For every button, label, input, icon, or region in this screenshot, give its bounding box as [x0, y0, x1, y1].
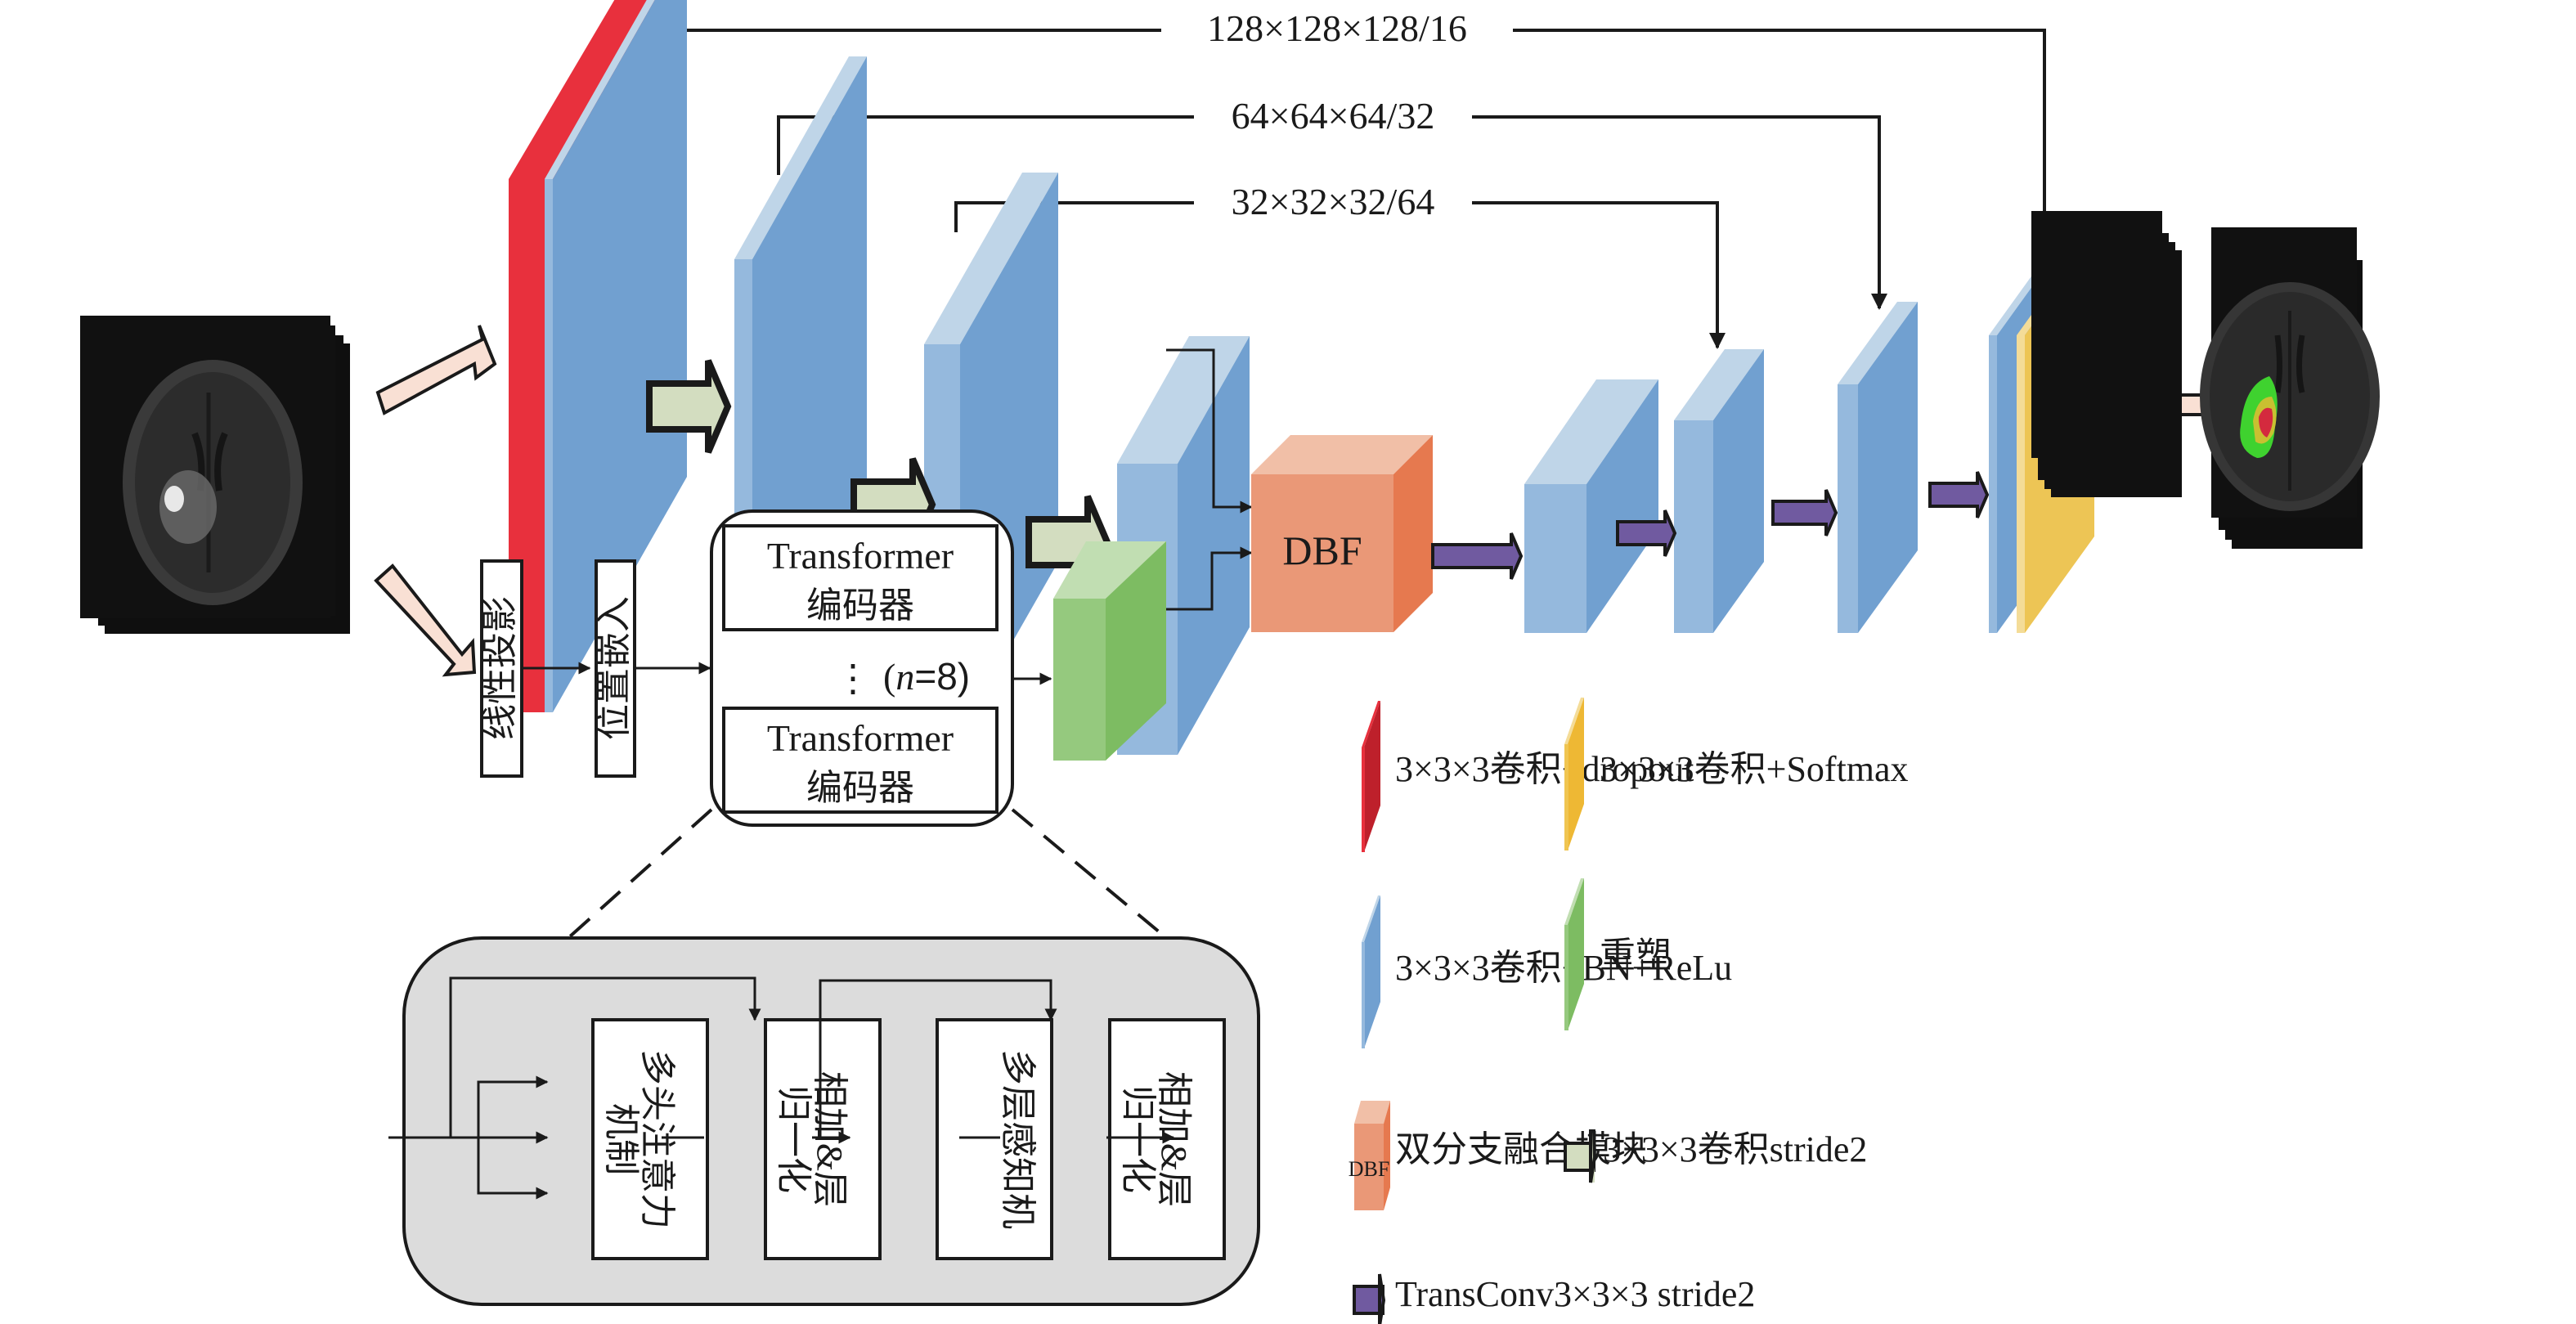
- dbf-block: DBF: [1251, 435, 1433, 632]
- transconv-arrow-1: [1431, 532, 1524, 580]
- linear-projection-box: [480, 559, 523, 778]
- input-arrow-to-transformer: [374, 563, 477, 677]
- input-mri-stack: [80, 316, 350, 634]
- reshape-block: [1053, 541, 1166, 761]
- decoder-block-2-conv: [1674, 349, 1764, 633]
- transconv-arrow-2: [1616, 509, 1677, 557]
- connector-reshape-to-dbf: [1166, 546, 1253, 611]
- position-embedding-label: 位置嵌入: [594, 596, 634, 740]
- skip-label-3: 32×32×32/64: [1232, 181, 1435, 222]
- detail-block-1-line1: 多头注意力: [637, 1049, 677, 1229]
- legend-item-conv-stride2: 3×3×3卷积stride2: [1564, 1129, 1867, 1183]
- legend-item-conv-softmax: 3×3×3卷积+Softmax: [1564, 698, 1909, 851]
- legend-label-conv-stride2: 3×3×3卷积stride2: [1603, 1129, 1867, 1169]
- transconv-arrow-4: [1928, 471, 1990, 518]
- legend-item-transconv: TransConv3×3×3 stride2: [1353, 1273, 1755, 1324]
- legend-label-reshape: 重塑: [1600, 936, 1672, 976]
- connector-encoder-to-dbf: [1166, 348, 1253, 514]
- detail-callout-right: [1011, 808, 1171, 942]
- legend-label-conv-softmax: 3×3×3卷积+Softmax: [1600, 749, 1909, 789]
- encoder-top-line1: Transformer: [767, 535, 954, 577]
- output-mri-image: [2031, 211, 2162, 458]
- legend-label-dbf: 双分支融合模块: [1395, 1129, 1647, 1169]
- encoder-bottom-line1: Transformer: [767, 717, 954, 759]
- stride2-arrow-1: [646, 359, 732, 454]
- detail-block-2-line2: 归一化: [774, 1085, 814, 1193]
- legend-item-conv-dropout: 3×3×3卷积+dropout: [1362, 701, 1694, 852]
- detail-block-3: 多层感知机: [936, 1018, 1053, 1260]
- skip-label-2: 64×64×64/32: [1232, 95, 1435, 137]
- detail-block-4-line2: 归一化: [1118, 1085, 1158, 1193]
- legend-label-conv-dropout: 3×3×3卷积+dropout: [1395, 749, 1694, 789]
- transconv-arrow-3: [1771, 489, 1838, 536]
- decoder-block-1-conv: [1524, 379, 1658, 633]
- repeat-label: (n=8): [883, 655, 970, 698]
- detail-block-1-line2: 机制: [601, 1103, 641, 1175]
- tumor-highlight: [164, 486, 184, 512]
- output-mri-stack: [2031, 211, 2380, 549]
- skip-connection-2: 64×64×64/32: [777, 95, 1887, 310]
- encoder-top-line2: 编码器: [806, 586, 914, 626]
- encoder-detail: 多头注意力机制相加&层归一化多层感知机相加&层归一化: [388, 936, 1260, 1306]
- linear-projection-label: 线性投影: [480, 596, 520, 740]
- detail-block-2-line1: 相加&层: [810, 1071, 850, 1207]
- legend: 3×3×3卷积+dropout 3×3×3卷积+Softmax 3×3×3卷积+…: [1349, 698, 1909, 1324]
- cnn-decoder: [1524, 239, 2094, 633]
- skip-connection-1: 128×128×128/16: [608, 7, 2053, 263]
- input-arrow-to-encoder: [375, 325, 497, 415]
- transformer-encoder-top: [722, 524, 999, 631]
- legend-label-conv-bn-relu: 3×3×3卷积+BN+ReLu: [1395, 948, 1732, 988]
- encoder-block-1-conv: [545, 0, 687, 712]
- dbf-label: DBF: [1282, 527, 1362, 573]
- decoder-block-3-conv: [1838, 302, 1918, 633]
- repeat-dots: ⋮: [834, 658, 872, 699]
- transconv-arrows: [1431, 471, 1990, 580]
- skip-label-1: 128×128×128/16: [1207, 7, 1467, 49]
- transformer-encoder-bottom: [722, 707, 999, 814]
- detail-block-3-line1: 多层感知机: [998, 1049, 1038, 1229]
- encoder-bottom-line2: 编码器: [806, 768, 914, 808]
- seg-core: [2259, 407, 2273, 438]
- transformer-branch: 线性投影 位置嵌入 Transformer 编码器 ⋮ (n=8) Transf…: [480, 509, 1052, 827]
- legend-item-reshape: 重塑: [1564, 878, 1672, 1030]
- skip-connection-3: 32×32×32/64: [954, 181, 1726, 349]
- legend-item-dbf: DBF 双分支融合模块: [1349, 1101, 1647, 1210]
- detail-block-4-line1: 相加&层: [1154, 1071, 1194, 1207]
- legend-label-transconv: TransConv3×3×3 stride2: [1395, 1274, 1755, 1314]
- legend-dbf-icon-text: DBF: [1349, 1157, 1390, 1181]
- legend-item-conv-bn-relu: 3×3×3卷积+BN+ReLu: [1362, 895, 1732, 1048]
